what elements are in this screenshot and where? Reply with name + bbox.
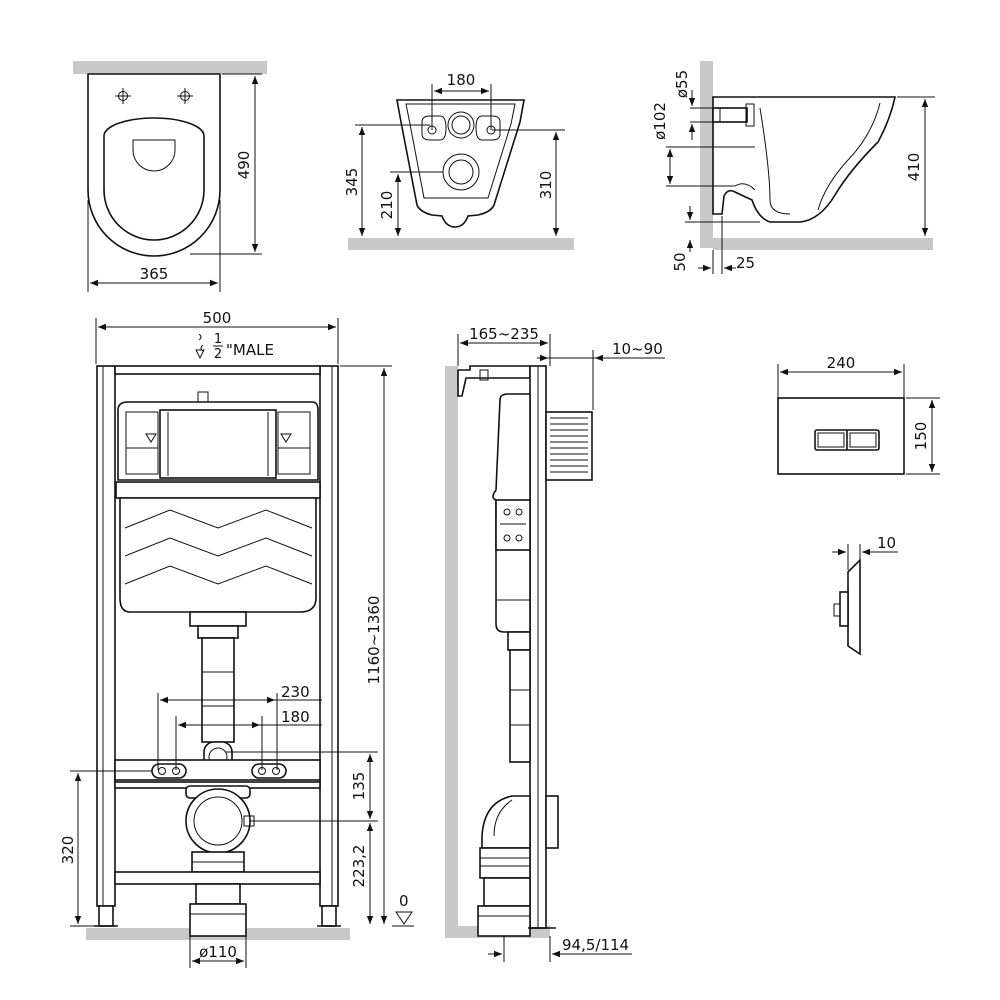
stud-left bbox=[151, 763, 187, 779]
dim-outlet-height-label: 310 bbox=[537, 171, 555, 200]
frame-post-right bbox=[319, 365, 339, 907]
dim-drain-dia-label: ø110 bbox=[199, 943, 237, 961]
dim-width-label: 365 bbox=[140, 265, 169, 283]
side-wall-hatch bbox=[700, 61, 713, 248]
bowl-side-view: ø55 ø102 410 50 25 bbox=[651, 61, 935, 274]
floor-level-icon bbox=[395, 911, 413, 925]
supply-fraction-den: 2 bbox=[214, 347, 222, 362]
side-drain-bend bbox=[481, 795, 531, 849]
inlet-pipe bbox=[712, 107, 748, 123]
side-stud-bracket bbox=[545, 795, 559, 849]
dim-stud-inner-label: 180 bbox=[281, 708, 310, 726]
dim-bottom-gap-label: 50 bbox=[671, 252, 689, 271]
dim-stud-height-label: 320 bbox=[59, 836, 77, 865]
dim-frame-width-label: 500 bbox=[203, 309, 232, 327]
cistern-wave-pattern bbox=[124, 509, 313, 585]
bowl-opening bbox=[132, 139, 176, 172]
cistern-body bbox=[119, 497, 317, 613]
cistern-outlet bbox=[189, 611, 247, 627]
dim-plate-depth-label: 10~90 bbox=[612, 340, 663, 358]
floor-hatch bbox=[348, 238, 574, 250]
dim-plate-width-label: 240 bbox=[827, 354, 856, 372]
dim-wall-gap-label: 25 bbox=[736, 254, 755, 272]
side-flush-pipe bbox=[509, 649, 531, 763]
side-drain-collar bbox=[479, 847, 531, 879]
cistern-marker-right-icon bbox=[280, 433, 292, 443]
supply-label: "MALE bbox=[226, 341, 274, 359]
frame-foot-right bbox=[321, 905, 337, 927]
drain-elbow bbox=[185, 788, 251, 854]
dim-dia-outlet-label: ø102 bbox=[651, 102, 669, 140]
dim-frame-height-label: 1160~1360 bbox=[365, 596, 383, 685]
bowl-back-outline bbox=[396, 99, 525, 228]
dim-inlet-spacing-label: 180 bbox=[447, 71, 476, 89]
side-flush-housing bbox=[545, 411, 593, 481]
dim-plate-height-label: 150 bbox=[912, 422, 930, 451]
cistern-service-opening bbox=[159, 409, 277, 479]
bowl-back-view: 180 345 210 310 bbox=[343, 71, 574, 250]
frame-top-rail bbox=[114, 365, 321, 375]
flush-plate-profile bbox=[847, 558, 861, 656]
frame-bottom-rail bbox=[114, 871, 321, 885]
side-cistern-clamp bbox=[495, 499, 531, 551]
dim-stud-outer-label: 230 bbox=[281, 683, 310, 701]
bowl-seat bbox=[103, 117, 205, 241]
supply-fraction-num: 1 bbox=[214, 332, 222, 347]
dim-height-label: 410 bbox=[905, 153, 923, 182]
dim-drain-offset-label: 94,5/114 bbox=[562, 936, 629, 954]
bowl-side-bowl bbox=[759, 107, 791, 215]
bowl-back-inner bbox=[405, 103, 516, 199]
frame-post-left bbox=[96, 365, 116, 907]
dim-depth-range-label: 165~235 bbox=[469, 325, 539, 343]
side-floor-hatch bbox=[713, 238, 933, 250]
inlet-collar bbox=[745, 103, 755, 127]
frame-side-view: 165~235 10~90 bbox=[445, 325, 665, 962]
wall-hatch bbox=[73, 61, 267, 74]
stud-mounting-rail bbox=[114, 759, 321, 781]
cistern-bracket bbox=[115, 481, 321, 499]
wall-bracket bbox=[457, 365, 531, 397]
stud-right bbox=[251, 763, 287, 779]
dim-overall-height-label: 345 bbox=[343, 168, 361, 197]
bowl-side-outline bbox=[712, 96, 896, 223]
water-supply-note: 1 2 "MALE bbox=[195, 332, 274, 362]
frame-front-view: 500 1 2 "MALE bbox=[59, 309, 414, 968]
flush-plate-view: 240 150 10 bbox=[777, 354, 940, 656]
dim-plate-thickness-label: 10 bbox=[877, 534, 896, 552]
inlet-hole bbox=[447, 111, 475, 139]
bowl-outline bbox=[87, 73, 221, 257]
dim-dia-inlet-label: ø55 bbox=[673, 70, 691, 98]
mount-hole-right bbox=[177, 88, 193, 104]
dim-outlet-offset-label: 135 bbox=[350, 772, 368, 801]
side-drain-outlet bbox=[477, 905, 531, 937]
floor-level-label: 0 bbox=[399, 892, 409, 910]
mount-hole-left bbox=[115, 88, 131, 104]
drain-outlet bbox=[189, 903, 247, 937]
dim-lower-height-label: 210 bbox=[378, 191, 396, 220]
cistern-marker-left-icon bbox=[145, 433, 157, 443]
flush-pipe bbox=[201, 637, 235, 743]
dim-outlet-height-front-label: 223,2 bbox=[350, 845, 368, 888]
side-wall-hatch-lower bbox=[445, 366, 458, 938]
dim-depth-label: 490 bbox=[235, 151, 253, 180]
bowl-top-view: 490 365 bbox=[73, 61, 267, 292]
level-triangle-icon bbox=[195, 349, 205, 360]
frame-foot-left bbox=[98, 905, 114, 927]
